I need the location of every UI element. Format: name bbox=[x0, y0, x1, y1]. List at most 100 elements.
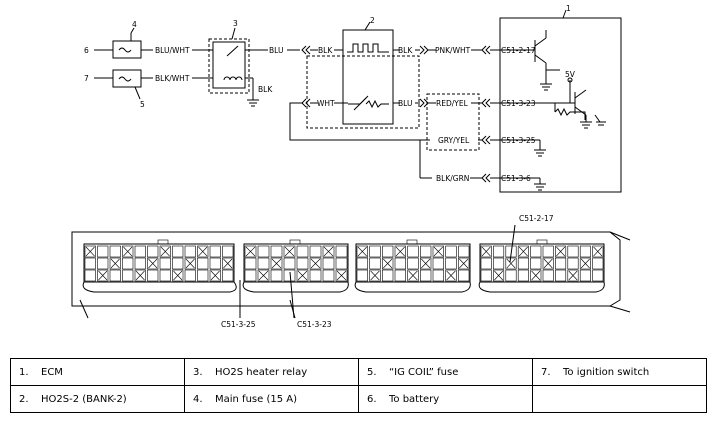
terminal-c51-2-17: C51-2-17 bbox=[501, 46, 536, 55]
connector-cell bbox=[458, 269, 470, 282]
connector-cell bbox=[530, 257, 542, 270]
connector-cell-cross bbox=[446, 270, 456, 281]
callout-2: 2 bbox=[370, 16, 375, 25]
connector-cell bbox=[407, 269, 419, 282]
legend-row: 2.HO2S-2 (BANK-2) 4.Main fuse (15 A) 6.T… bbox=[10, 385, 707, 413]
connector-cell bbox=[134, 269, 146, 282]
callout-6: 6 bbox=[84, 46, 89, 55]
connector-cell bbox=[134, 245, 146, 258]
callout-1: 1 bbox=[566, 4, 571, 13]
connector-cell-cross bbox=[98, 270, 108, 281]
connector-cell bbox=[445, 257, 457, 270]
terminal-c51-3-25: C51-3-25 bbox=[501, 136, 536, 145]
connector-cell bbox=[432, 245, 444, 258]
connector-cell-cross bbox=[284, 246, 295, 257]
connector-cell bbox=[84, 257, 96, 270]
callout-5: 5 bbox=[140, 100, 145, 109]
connector-cell bbox=[296, 257, 309, 270]
connector-cell-cross bbox=[543, 258, 553, 269]
connector-cell bbox=[505, 269, 517, 282]
wiring-diagram: 1 2 3 4 5 6 7 BLU/WHT BLK/WHT BLU BLK BL… bbox=[71, 4, 631, 329]
connector-cell bbox=[542, 257, 554, 270]
callout-7: 7 bbox=[84, 74, 89, 83]
connector-cell bbox=[555, 257, 567, 270]
connector-cell bbox=[356, 269, 368, 282]
connector-cell bbox=[480, 269, 492, 282]
connector-cell bbox=[197, 269, 209, 282]
connector-cell bbox=[283, 245, 296, 258]
legend-item-6: 6.To battery bbox=[358, 385, 533, 413]
connector-cell-cross bbox=[123, 246, 133, 257]
wire-gry-yel: GRY/YEL bbox=[438, 136, 470, 145]
connector-cell bbox=[382, 245, 394, 258]
ecm-box bbox=[499, 17, 622, 193]
connector-cell bbox=[209, 245, 221, 258]
connector-cell bbox=[567, 245, 579, 258]
connector-cell bbox=[222, 245, 234, 258]
connector-cell bbox=[555, 245, 567, 258]
connector-cell-cross bbox=[245, 246, 256, 257]
connector-cell bbox=[335, 269, 348, 282]
connector-cell bbox=[172, 269, 184, 282]
connector-cell bbox=[147, 245, 159, 258]
connector-cell bbox=[530, 245, 542, 258]
connector-cell bbox=[283, 269, 296, 282]
legend-table: 1.ECM 3.HO2S heater relay 5.“IG COIL” fu… bbox=[10, 358, 707, 413]
connector-cell bbox=[309, 245, 322, 258]
wire-blu-sensor: BLU bbox=[398, 99, 412, 108]
connector-cell-cross bbox=[370, 270, 380, 281]
connector-cell bbox=[257, 269, 270, 282]
connector-cell bbox=[184, 245, 196, 258]
connector-cell-cross bbox=[110, 258, 120, 269]
connector-cell bbox=[420, 257, 432, 270]
connector-cell bbox=[356, 257, 368, 270]
connector-cell bbox=[109, 245, 121, 258]
wire-blk-wht: BLK/WHT bbox=[155, 74, 190, 83]
connector-cell bbox=[270, 257, 283, 270]
connector-cell-cross bbox=[593, 246, 603, 257]
wire-wht: WHT bbox=[317, 99, 335, 108]
connector-cell bbox=[159, 269, 171, 282]
connector-cell bbox=[505, 245, 517, 258]
connector-cell-cross bbox=[568, 270, 578, 281]
connector-cell bbox=[159, 257, 171, 270]
connector-cell bbox=[432, 257, 444, 270]
connector-cell bbox=[394, 245, 406, 258]
connector-cell bbox=[184, 269, 196, 282]
connector-cell bbox=[480, 257, 492, 270]
connector-cell-cross bbox=[173, 270, 183, 281]
connector-cell-cross bbox=[421, 258, 431, 269]
connector-cell bbox=[420, 269, 432, 282]
wire-blk-grn: BLK/GRN bbox=[436, 174, 469, 183]
main-fuse bbox=[112, 40, 142, 59]
connector-cell-cross bbox=[323, 246, 334, 257]
connector-cell bbox=[97, 245, 109, 258]
connector-cell bbox=[445, 245, 457, 258]
connector-cell bbox=[244, 257, 257, 270]
connector-cell-cross bbox=[459, 258, 469, 269]
connector-cell bbox=[109, 269, 121, 282]
connector-cell-cross bbox=[580, 258, 590, 269]
connector-cell bbox=[322, 257, 335, 270]
connector-cell bbox=[84, 269, 96, 282]
connector-cell-cross bbox=[310, 258, 321, 269]
connector-cell bbox=[420, 245, 432, 258]
connector-cell bbox=[592, 269, 604, 282]
connector-cell bbox=[579, 245, 591, 258]
connector-cell-cross bbox=[531, 270, 541, 281]
connector-cell bbox=[407, 257, 419, 270]
connector-cell bbox=[184, 257, 196, 270]
connector-cell-cross bbox=[481, 246, 491, 257]
connector-cell bbox=[493, 269, 505, 282]
connector-cell bbox=[283, 257, 296, 270]
connector-cell bbox=[542, 269, 554, 282]
legend-item-2: 2.HO2S-2 (BANK-2) bbox=[10, 385, 185, 413]
connector-cell bbox=[394, 257, 406, 270]
connector-cell bbox=[579, 257, 591, 270]
connector-cell bbox=[222, 269, 234, 282]
connector-cell bbox=[458, 257, 470, 270]
connector-cell bbox=[122, 257, 134, 270]
connector-cell bbox=[257, 245, 270, 258]
connector-cell bbox=[270, 269, 283, 282]
wire-red-yel: RED/YEL bbox=[436, 99, 469, 108]
